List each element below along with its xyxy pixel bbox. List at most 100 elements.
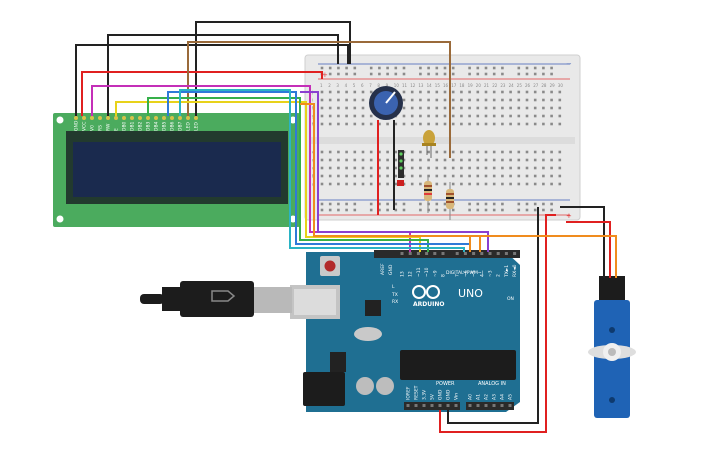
power-pin[interactable] <box>430 404 434 407</box>
digital-pin-label: 8 <box>441 274 447 277</box>
led[interactable] <box>422 130 436 158</box>
breadboard-column-number: 24 <box>509 83 515 88</box>
arduino-uno-board[interactable]: ARDUINO UNO DIGITAL (PWM~) POWER ANALOG … <box>290 250 520 412</box>
potentiometer[interactable] <box>369 86 403 120</box>
wire-black-lcd-gnd <box>75 44 349 116</box>
analog-pin-label: A5 <box>508 394 514 400</box>
digital-pin[interactable] <box>504 252 508 255</box>
resistor-2[interactable] <box>446 182 454 220</box>
breadboard-column-number: 23 <box>500 83 506 88</box>
digital-pin[interactable] <box>416 252 420 255</box>
breadboard-column-number: 4 <box>345 83 348 88</box>
power-pin[interactable] <box>438 404 442 407</box>
digital-pin-label: 4 <box>479 274 485 277</box>
digital-pin[interactable] <box>488 252 492 255</box>
lcd-pin-label: V0 <box>90 125 96 131</box>
power-pin-label: 5V <box>430 393 436 400</box>
lcd-pin-label: DB4 <box>154 121 160 131</box>
digital-pin[interactable] <box>433 252 437 255</box>
lcd-pin <box>154 116 158 120</box>
tx-led-label: TX <box>391 292 398 298</box>
digital-pin-label: 12 <box>408 271 414 277</box>
power-pin-label: Vin <box>454 393 460 400</box>
lcd-pin-label: LED <box>194 122 200 131</box>
power-pin-label: 3.3V <box>422 389 428 400</box>
analog-pin-label: A2 <box>484 394 490 400</box>
digital-pin[interactable] <box>513 252 517 255</box>
power-jack[interactable] <box>303 372 345 406</box>
digital-pin[interactable] <box>480 252 484 255</box>
breadboard-column-number: 13 <box>418 83 424 88</box>
breadboard-column-number: 26 <box>525 83 531 88</box>
digital-pin-label: 2 <box>496 274 502 277</box>
digital-pin[interactable] <box>463 252 467 255</box>
lcd-pin-label: DB7 <box>178 121 184 131</box>
rail-plus-label: + <box>322 71 328 79</box>
breadboard-column-number: 7 <box>369 83 372 88</box>
breadboard-column-number: 18 <box>459 83 465 88</box>
power-pin[interactable] <box>422 404 426 407</box>
digital-pin[interactable] <box>455 252 459 255</box>
analog-pin[interactable] <box>500 404 504 407</box>
analog-pin[interactable] <box>468 404 472 407</box>
power-pin-label: IOREF <box>406 386 412 400</box>
breadboard-column-number: 15 <box>435 83 441 88</box>
breadboard-column-number: 22 <box>492 83 498 88</box>
breadboard-row-letter: i <box>312 98 313 103</box>
power-label: POWER <box>436 381 455 387</box>
analog-pin-label: A4 <box>500 394 506 400</box>
digital-pin-label: ~10 <box>424 267 430 277</box>
breadboard-column-number: 16 <box>443 83 449 88</box>
lcd-pin-label: DB2 <box>138 121 144 131</box>
arduino-logo-text: ARDUINO <box>413 301 444 308</box>
digital-pin-label: ~5 <box>471 270 477 277</box>
servo-motor[interactable] <box>588 276 636 418</box>
lcd-pin <box>178 116 182 120</box>
digital-pin[interactable] <box>496 252 500 255</box>
power-pin[interactable] <box>446 404 450 407</box>
power-pin-label: GND <box>446 389 452 400</box>
digital-pin[interactable] <box>472 252 476 255</box>
analog-pin[interactable] <box>484 404 488 407</box>
digital-pin-label: 7 <box>455 274 461 277</box>
lcd-pin-label: DB5 <box>162 121 168 131</box>
lcd-pin-label: E <box>114 128 120 131</box>
digital-pin[interactable] <box>400 252 404 255</box>
rail-minus-label: − <box>566 60 572 68</box>
power-pin[interactable] <box>414 404 418 407</box>
wire-black-arduino-gnd <box>447 207 539 424</box>
wire-red-servo <box>566 221 611 278</box>
power-pin[interactable] <box>406 404 410 407</box>
analog-pin[interactable] <box>476 404 480 407</box>
lcd-pin <box>146 116 150 120</box>
lcd-pin <box>194 116 198 120</box>
lcd-pin-label: DB1 <box>130 121 136 131</box>
digital-pin-label: ~9 <box>432 270 438 277</box>
analog-pin-label: A0 <box>468 394 474 400</box>
wire-black-servo <box>560 206 605 278</box>
lcd-screen <box>73 142 281 197</box>
aref-label: AREF <box>380 263 386 275</box>
resistor-1[interactable] <box>424 175 432 213</box>
lcd-pin-label: VCC <box>82 122 88 131</box>
power-pin[interactable] <box>454 404 458 407</box>
analog-pin[interactable] <box>492 404 496 407</box>
wire-purple <box>300 91 489 252</box>
breadboard-column-number: 1 <box>320 83 323 88</box>
digital-pin[interactable] <box>408 252 412 255</box>
breadboard-column-number: 6 <box>361 83 364 88</box>
breadboard-column-number: 30 <box>558 83 564 88</box>
lcd-pin <box>98 116 102 120</box>
digital-pin[interactable] <box>425 252 429 255</box>
digital-pin[interactable] <box>441 252 445 255</box>
lcd-pin-label: RS <box>98 125 104 131</box>
digital-label: DIGITAL (PWM~) <box>446 270 484 276</box>
lcd-pin-label: GND <box>74 120 80 131</box>
analog-pin[interactable] <box>508 404 512 407</box>
analog-pin-label: A3 <box>492 394 498 400</box>
